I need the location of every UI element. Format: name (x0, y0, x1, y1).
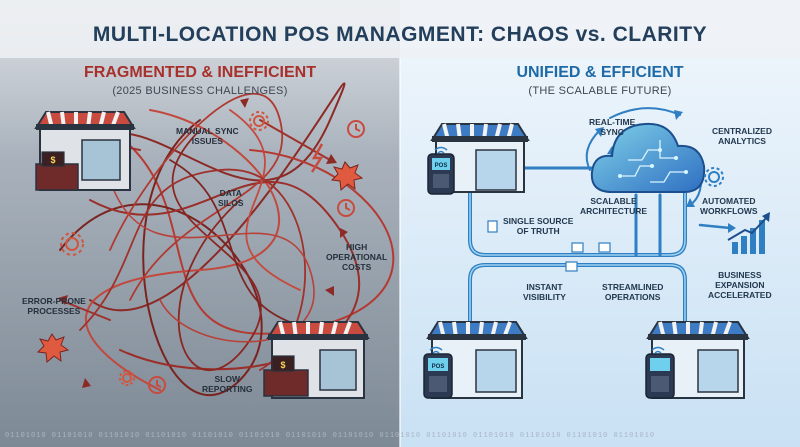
gear-icon (704, 167, 724, 187)
svg-text:POS: POS (435, 163, 448, 169)
error-burst-icon (330, 161, 364, 191)
binary-strip: 01101010 01101010 01101010 01101010 0110… (5, 432, 656, 440)
svg-text:$: $ (280, 360, 285, 370)
gear-icon (249, 111, 269, 131)
chaos-subheading: (2025 BUSINESS CHALLENGES) (112, 85, 288, 97)
cloud-icon (590, 122, 706, 193)
store-bottom-right-icon (645, 321, 750, 399)
lightning-icon (310, 143, 324, 173)
store-top-left-icon: $ (34, 111, 136, 191)
gear-icon (60, 232, 84, 256)
wifi-icon (429, 146, 665, 354)
clarity-heading: UNIFIED & EFFICIENT (516, 64, 684, 81)
data-packet-icon (487, 220, 611, 272)
store-top-right-icon: POS (427, 123, 530, 195)
error-burst-icon (36, 333, 70, 363)
svg-text:$: $ (50, 155, 55, 165)
clock-icon (337, 199, 355, 217)
growth-chart-icon (727, 212, 770, 254)
clock-icon (347, 120, 365, 138)
chaos-heading: FRAGMENTED & INEFFICIENT (84, 64, 316, 81)
clock-icon (148, 376, 166, 394)
store-bottom-left-right-icon: POS (423, 321, 528, 399)
clarity-subheading: (THE SCALABLE FUTURE) (528, 85, 672, 97)
gear-icon (119, 370, 135, 386)
store-bottom-left-icon: $ (263, 321, 370, 399)
svg-text:POS: POS (432, 364, 445, 370)
page-title: MULTI-LOCATION POS MANAGMENT: CHAOS vs. … (92, 23, 708, 46)
network-arrowheads (595, 110, 736, 233)
